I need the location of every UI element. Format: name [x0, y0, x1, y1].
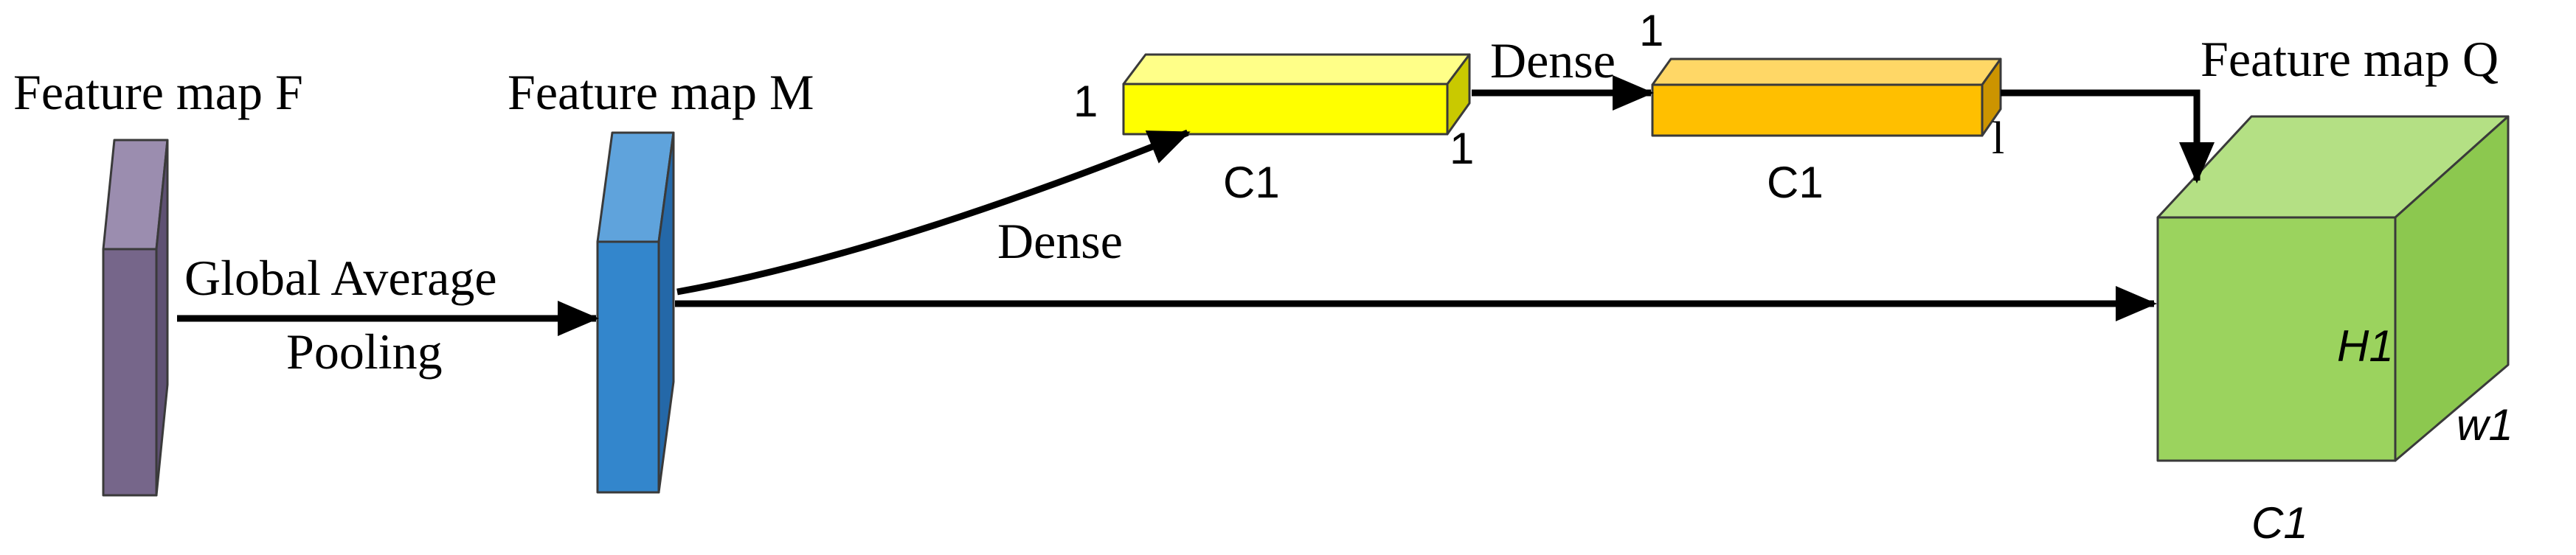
dense-curve-arrow — [676, 129, 1191, 296]
label-feature-map-q: Feature map Q — [2201, 31, 2499, 87]
label-orange-top-dim: 1 — [1639, 6, 1663, 55]
feature-map-f-block — [102, 139, 169, 497]
label-feature-map-m: Feature map M — [508, 64, 814, 120]
feature-map-m-block — [596, 131, 675, 494]
label-yellow-left-dim: 1 — [1073, 77, 1098, 126]
label-cube-height: H1 — [2337, 321, 2394, 371]
label-dense-upper: Dense — [1490, 32, 1616, 88]
label-cube-width: w1 — [2456, 400, 2513, 450]
dense-vector-yellow — [1122, 53, 1471, 136]
feature-map-q-cube — [2156, 115, 2510, 462]
label-global-average: Global Average — [184, 250, 497, 306]
dense-vector-orange — [1651, 57, 2002, 137]
label-orange-channels: C1 — [1767, 158, 1824, 207]
orange-to-cube-arrow — [2001, 89, 2215, 184]
label-orange-right-dim: l — [1992, 114, 2004, 164]
label-yellow-channels: C1 — [1223, 158, 1280, 207]
label-cube-channels: C1 — [2251, 498, 2308, 548]
label-pooling: Pooling — [286, 324, 443, 380]
label-yellow-right-dim: 1 — [1450, 124, 1474, 173]
label-feature-map-f: Feature map F — [13, 64, 303, 120]
label-dense-lower: Dense — [997, 213, 1123, 269]
